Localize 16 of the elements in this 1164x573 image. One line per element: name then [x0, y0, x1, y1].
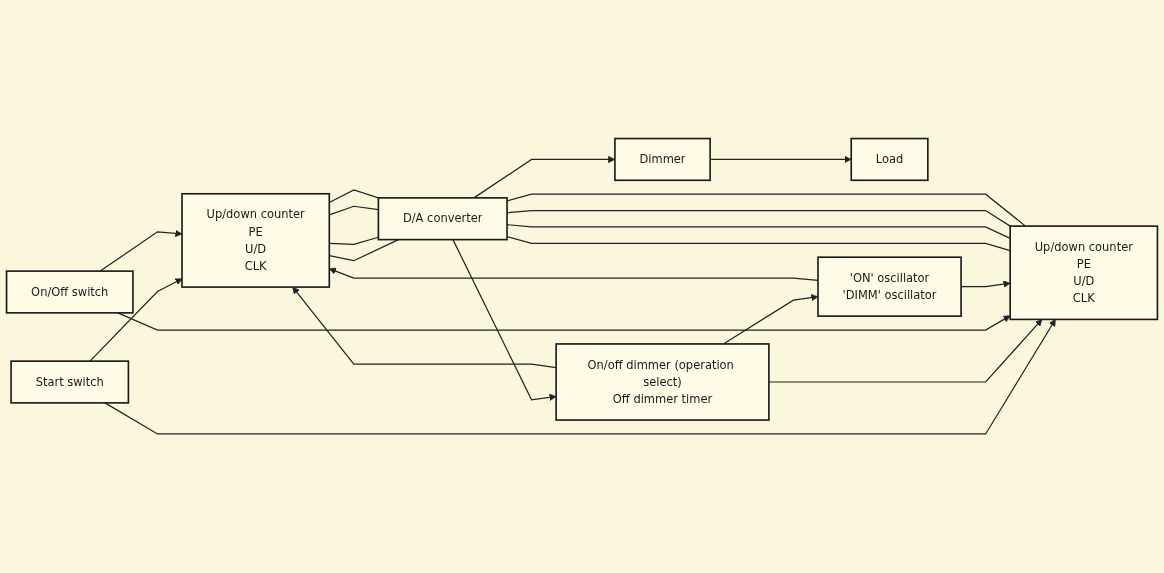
node-box: Up/down counter PE U/D CLK — [181, 193, 331, 289]
node-box: Dimmer — [614, 137, 711, 182]
arrow — [452, 239, 557, 402]
arrow — [722, 294, 819, 345]
arrow — [104, 319, 1056, 435]
node-box: 'ON' oscillator 'DIMM' oscillator — [817, 256, 962, 318]
node-box: On/off dimmer (operation select) Off dimmer timer — [555, 343, 770, 422]
arrow — [89, 278, 183, 362]
node-box: Up/down counter PE U/D CLK — [1009, 225, 1159, 321]
node-box: Load — [850, 137, 929, 182]
node-box: Start switch — [10, 360, 130, 404]
node-box: On/Off switch — [5, 270, 134, 314]
arrow — [292, 287, 557, 369]
arrow — [768, 319, 1043, 383]
node-box: D/A converter — [377, 197, 508, 241]
arrow — [99, 230, 183, 272]
